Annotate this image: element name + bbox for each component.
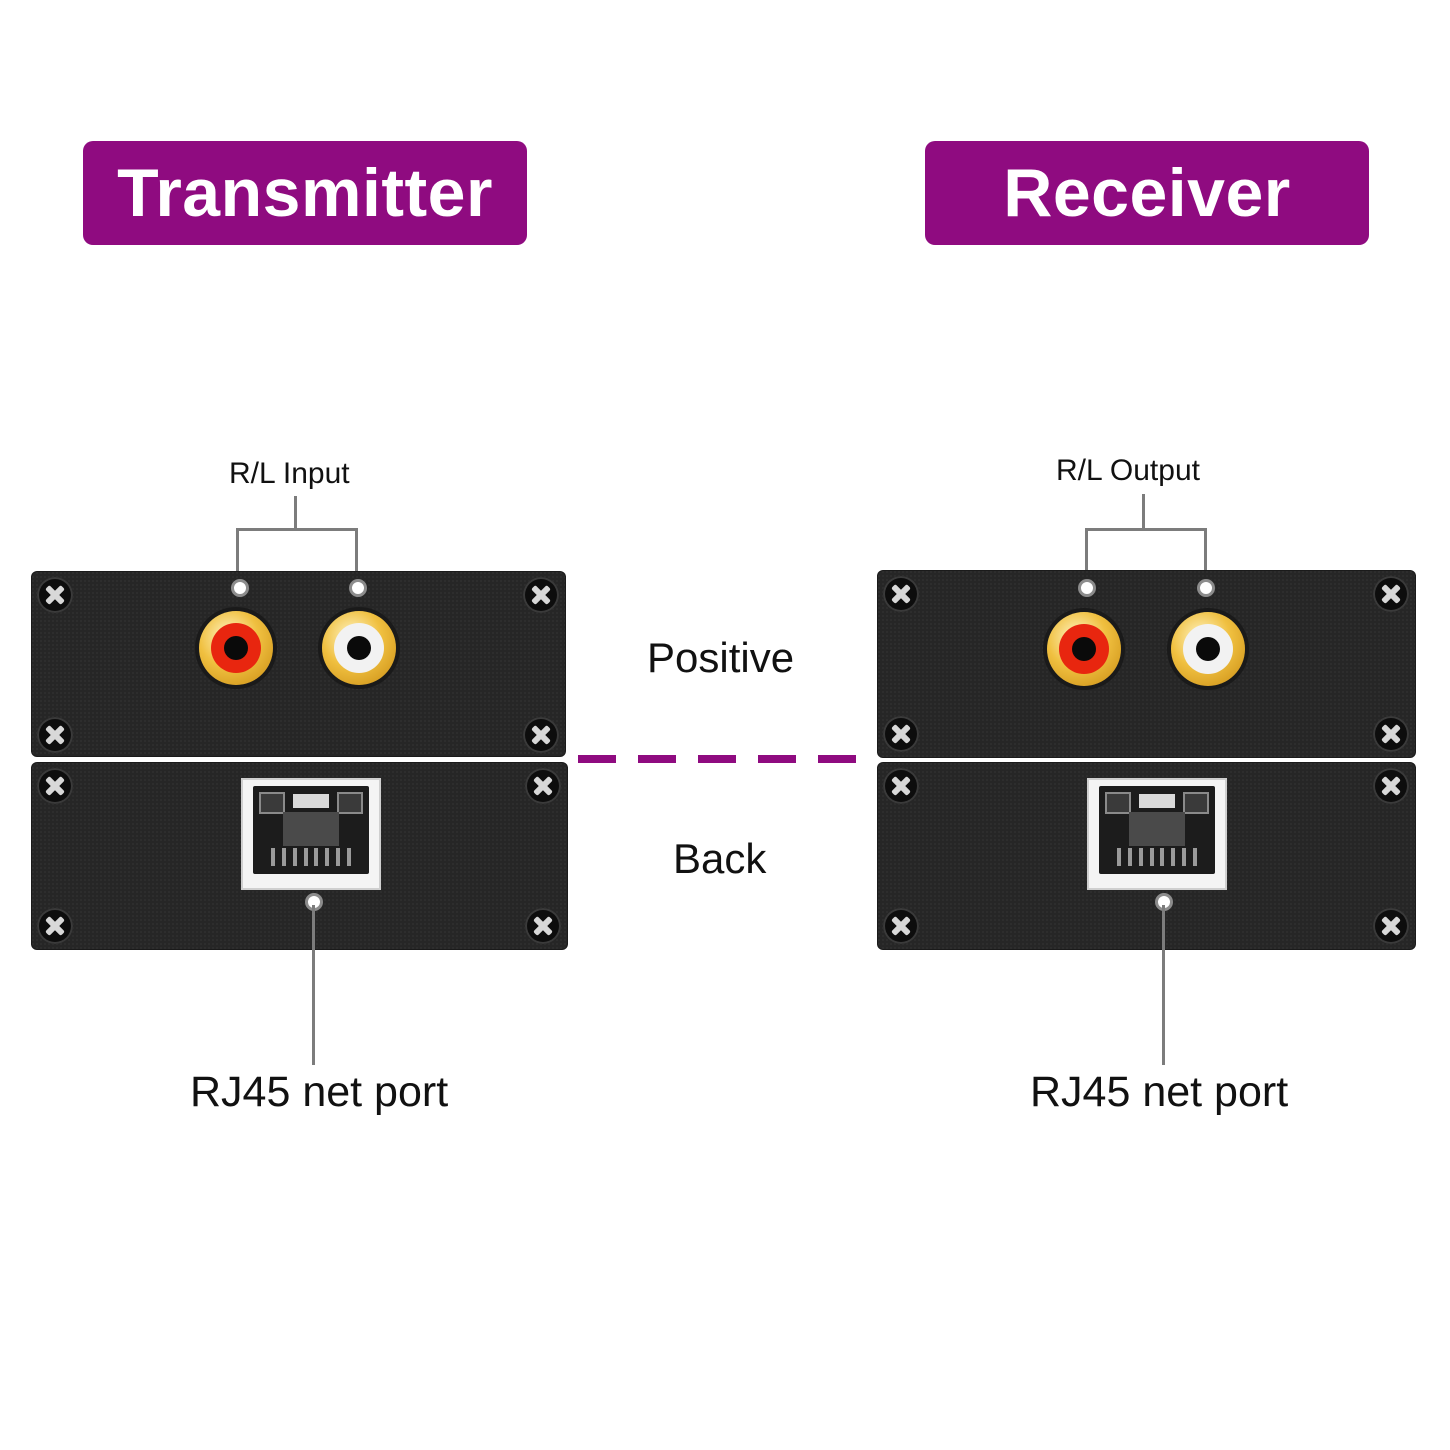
transmitter-title-badge: Transmitter <box>83 141 527 245</box>
transmitter-rl-leader-stem <box>294 496 297 530</box>
transmitter-front-panel <box>31 571 566 757</box>
screw-icon <box>523 717 559 753</box>
screw-icon <box>1373 576 1409 612</box>
screw-icon <box>883 576 919 612</box>
screw-icon <box>1373 908 1409 944</box>
transmitter-back-panel <box>31 762 568 950</box>
connection-dashed-line <box>578 755 870 763</box>
receiver-rj45-label: RJ45 net port <box>1030 1068 1289 1116</box>
receiver-front-panel <box>877 570 1416 758</box>
rca-red-jack <box>199 611 273 685</box>
screw-icon <box>37 908 73 944</box>
screw-icon <box>883 716 919 752</box>
receiver-rl-leader-left <box>1085 528 1088 580</box>
screw-icon <box>37 577 73 613</box>
receiver-rl-leader-stem <box>1142 494 1145 530</box>
screw-icon <box>37 768 73 804</box>
front-view-label: Positive <box>647 634 795 681</box>
screw-icon <box>523 577 559 613</box>
rca-white-jack <box>1171 612 1245 686</box>
transmitter-rl-leader-bar <box>236 528 358 531</box>
screw-icon <box>1373 768 1409 804</box>
receiver-rl-leader-bar <box>1085 528 1207 531</box>
screw-icon <box>883 768 919 804</box>
transmitter-rj45-label: RJ45 net port <box>190 1068 449 1116</box>
receiver-back-panel <box>877 762 1416 950</box>
rca-white-jack <box>322 611 396 685</box>
screw-icon <box>525 768 561 804</box>
rear-view-label: Back <box>673 835 767 882</box>
callout-dot <box>349 579 367 597</box>
transmitter-rl-label: R/L Input <box>229 457 350 490</box>
callout-dot <box>231 579 249 597</box>
transmitter-rl-leader-right <box>355 528 358 580</box>
rca-red-jack <box>1047 612 1121 686</box>
screw-icon <box>883 908 919 944</box>
screw-icon <box>525 908 561 944</box>
transmitter-rj45-leader <box>312 905 315 1065</box>
rj45-port-icon <box>1087 778 1227 890</box>
screw-icon <box>1373 716 1409 752</box>
screw-icon <box>37 717 73 753</box>
receiver-rl-label: R/L Output <box>1056 454 1200 487</box>
receiver-title-badge: Receiver <box>925 141 1369 245</box>
callout-dot <box>1197 579 1215 597</box>
callout-dot <box>1078 579 1096 597</box>
rj45-port-icon <box>241 778 381 890</box>
receiver-rl-leader-right <box>1204 528 1207 580</box>
receiver-rj45-leader <box>1162 905 1165 1065</box>
transmitter-rl-leader-left <box>236 528 239 580</box>
